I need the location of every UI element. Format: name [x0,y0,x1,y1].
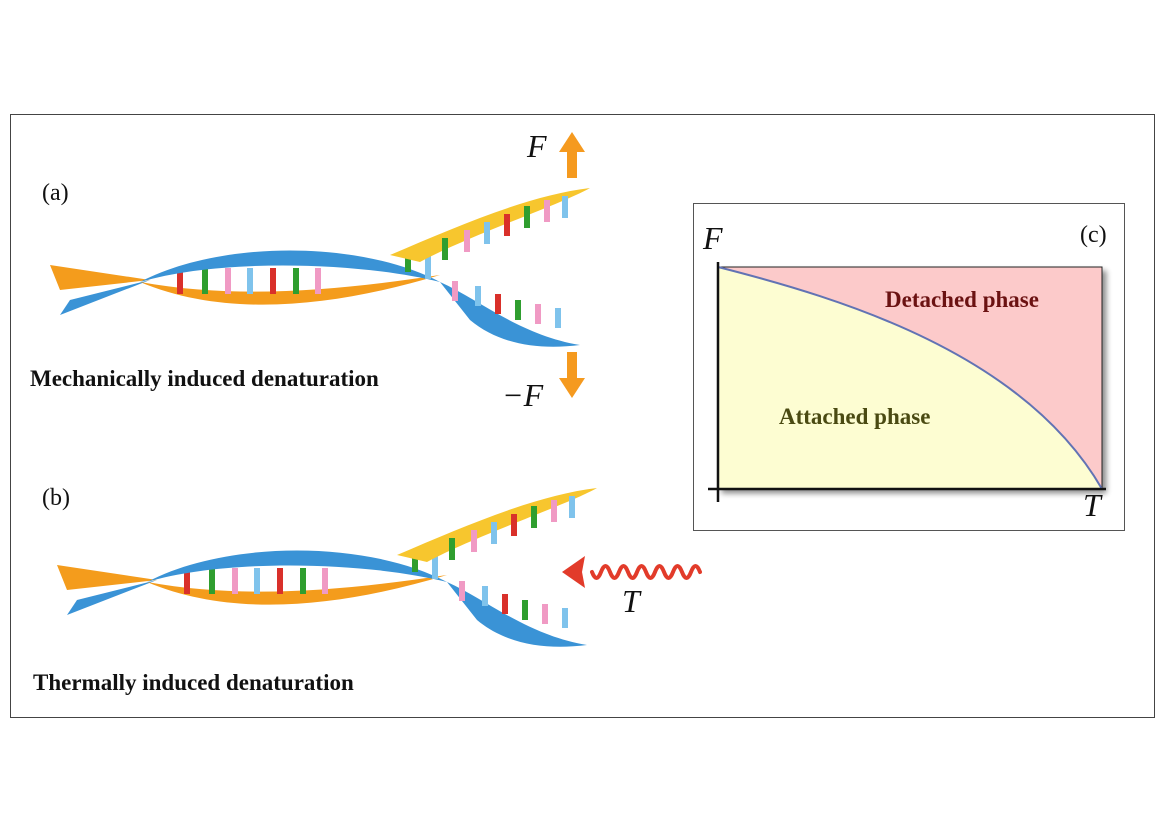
base-pair [322,568,328,594]
base-pair [315,268,321,294]
detached-phase-label: Detached phase [885,287,1039,312]
base-single [464,230,470,252]
base-single [482,586,488,606]
base-pair [184,568,190,594]
force-down-label: −F [502,377,544,413]
strand-orange-band [147,575,447,605]
base-single [471,530,477,552]
axis-x-label: T [1083,487,1101,523]
base-single [442,238,448,260]
base-single [502,594,508,614]
base-single [544,200,550,222]
base-single [555,308,561,328]
base-single [459,581,465,601]
base-single [524,206,530,228]
base-single [535,304,541,324]
strand-blue-arm [440,282,580,347]
base-single [569,496,575,518]
base-single [522,600,528,620]
panel-b-caption: Thermally induced denaturation [33,670,354,695]
base-pair [232,568,238,594]
base-pair [300,568,306,594]
base-single [511,514,517,536]
base-pair [247,268,253,294]
strand-blue-band [147,550,447,582]
heat-arrowhead [562,556,585,588]
base-single [542,604,548,624]
heat-wave [590,564,702,580]
base-single [475,286,481,306]
force-down-arrow [559,352,585,398]
strand-blue-arm [447,582,587,647]
base-pair [177,268,183,294]
base-pair [254,568,260,594]
panel-b-label: (b) [42,485,70,511]
base-pair [202,268,208,294]
dna-group [57,488,597,647]
base-single [452,281,458,301]
strand-blue-band [140,250,440,282]
strand-orange-band [140,275,440,305]
base-pair [277,568,283,594]
base-single [495,294,501,314]
base-pair [225,268,231,294]
strand-blue-tail [67,580,157,615]
base-single [484,222,490,244]
panel-a-label: (a) [42,180,69,206]
base-single [449,538,455,560]
base-pair [405,250,411,272]
base-single [562,608,568,628]
base-pair [432,545,438,579]
phase-diagram-box: F T (c) Detached phase Attached phase [693,203,1125,531]
base-single [504,214,510,236]
axis-y-label: F [703,220,723,256]
figure-frame [10,114,1155,718]
attached-region [718,267,1102,489]
strand-blue-tail [60,280,150,315]
heat-label: T [622,583,640,619]
base-single [491,522,497,544]
base-single [562,196,568,218]
phase-diagram [708,262,1106,502]
base-single [551,500,557,522]
base-pair [425,245,431,279]
base-single [515,300,521,320]
attached-phase-label: Attached phase [779,404,931,429]
dna-group [50,132,590,398]
force-up-label: F [527,128,547,164]
base-pair [412,550,418,572]
panel-c-label: (c) [1080,222,1107,248]
strand-orange-tail [50,265,150,290]
base-pair [270,268,276,294]
base-pair [293,268,299,294]
base-pair [209,568,215,594]
base-single [531,506,537,528]
force-up-arrow [559,132,585,178]
strand-orange-tail [57,565,157,590]
panel-a-caption: Mechanically induced denaturation [30,366,379,391]
phase-boundary-curve [717,266,1103,490]
